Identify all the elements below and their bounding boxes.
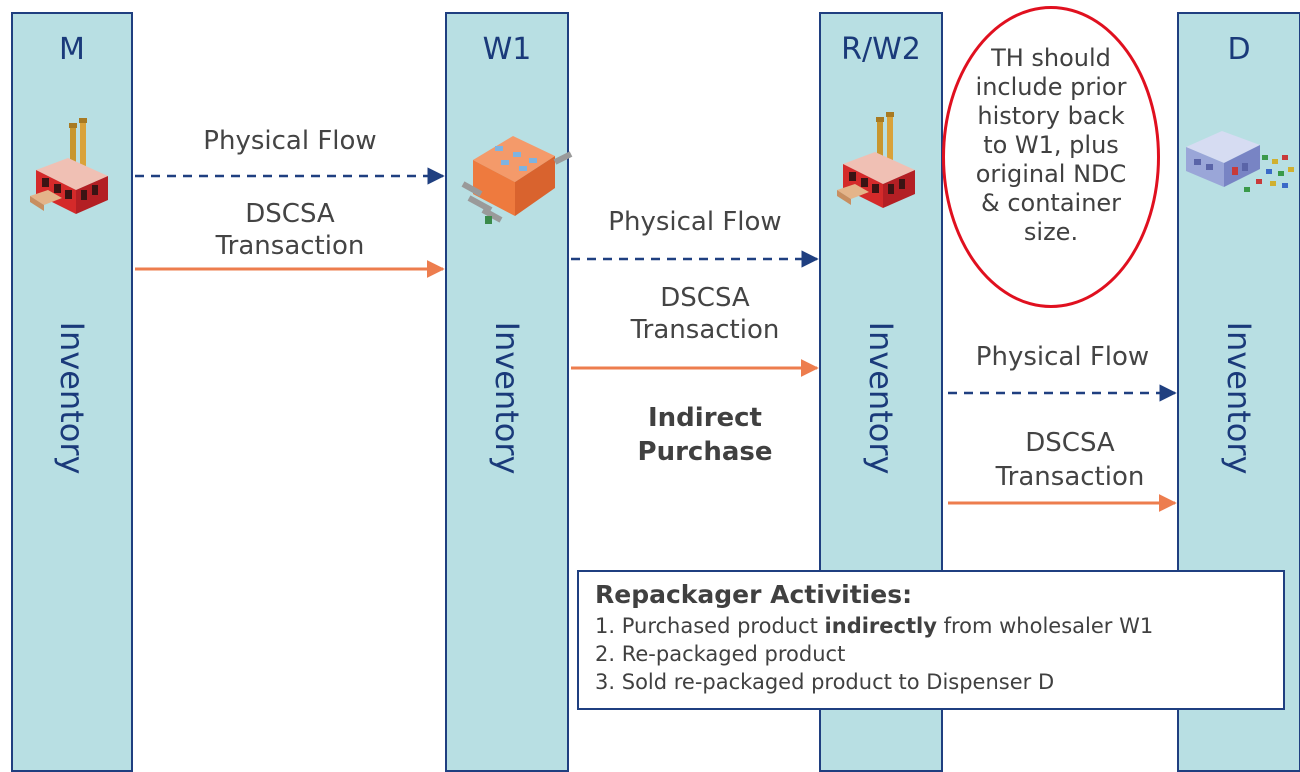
lane-title: M <box>59 32 85 67</box>
activity-text-after: from wholesaler W1 <box>936 614 1154 638</box>
transaction-label-line1: DSCSA <box>245 199 335 229</box>
activity-text: Re-packaged product <box>621 642 846 666</box>
activity-text: Sold re-packaged product to Dispenser D <box>621 670 1055 694</box>
transaction-label-line2: Transaction <box>630 315 780 345</box>
th-note-callout <box>942 6 1160 308</box>
transaction-label-line1: DSCSA <box>660 283 750 313</box>
th-note-line: history back <box>977 102 1125 130</box>
activity-number: 3. <box>595 670 616 694</box>
indirect-purchase-label-line1: Indirect <box>647 403 762 433</box>
th-note-line: TH should <box>991 44 1111 72</box>
activity-item: 2. Re-packaged product <box>595 640 1283 668</box>
transaction-label-line2: Transaction <box>215 231 365 261</box>
activity-emphasis: indirectly <box>824 614 937 638</box>
lane-title: R/W2 <box>841 32 921 67</box>
dispenser-pharmacy-icon <box>1182 125 1298 205</box>
indirect-purchase-label-line2: Purchase <box>637 437 773 467</box>
wholesaler-warehouse-icon <box>455 120 573 230</box>
th-note-line: & container <box>980 189 1122 217</box>
repackager-activities-box: Repackager Activities: 1. Purchased prod… <box>577 570 1285 710</box>
repackager-factory-icon <box>835 112 920 214</box>
transaction-label-line1: DSCSA <box>1025 428 1115 458</box>
activity-number: 1. <box>595 614 616 638</box>
th-note-line: size. <box>1023 218 1079 246</box>
activity-item: 3. Sold re-packaged product to Dispenser… <box>595 668 1283 696</box>
activity-number: 2. <box>595 642 616 666</box>
lane-title: D <box>1227 32 1251 67</box>
physical-flow-label: Physical Flow <box>975 342 1150 372</box>
manufacturer-factory-icon <box>28 118 113 220</box>
th-note-line: to W1, plus <box>983 131 1119 159</box>
activities-title: Repackager Activities: <box>595 580 913 609</box>
th-note-line: include prior <box>975 73 1127 101</box>
physical-flow-label: Physical Flow <box>608 207 782 237</box>
th-note-line: original NDC <box>975 160 1127 188</box>
physical-flow-label: Physical Flow <box>203 126 377 156</box>
th-note-text: TH should include prior history back to … <box>944 44 1158 247</box>
activity-item: 1. Purchased product indirectly from who… <box>595 612 1283 640</box>
activities-list: 1. Purchased product indirectly from who… <box>595 612 1283 696</box>
lane-title: W1 <box>482 32 532 67</box>
activity-text: Purchased product <box>621 614 825 638</box>
transaction-label-line2: Transaction <box>995 462 1145 492</box>
